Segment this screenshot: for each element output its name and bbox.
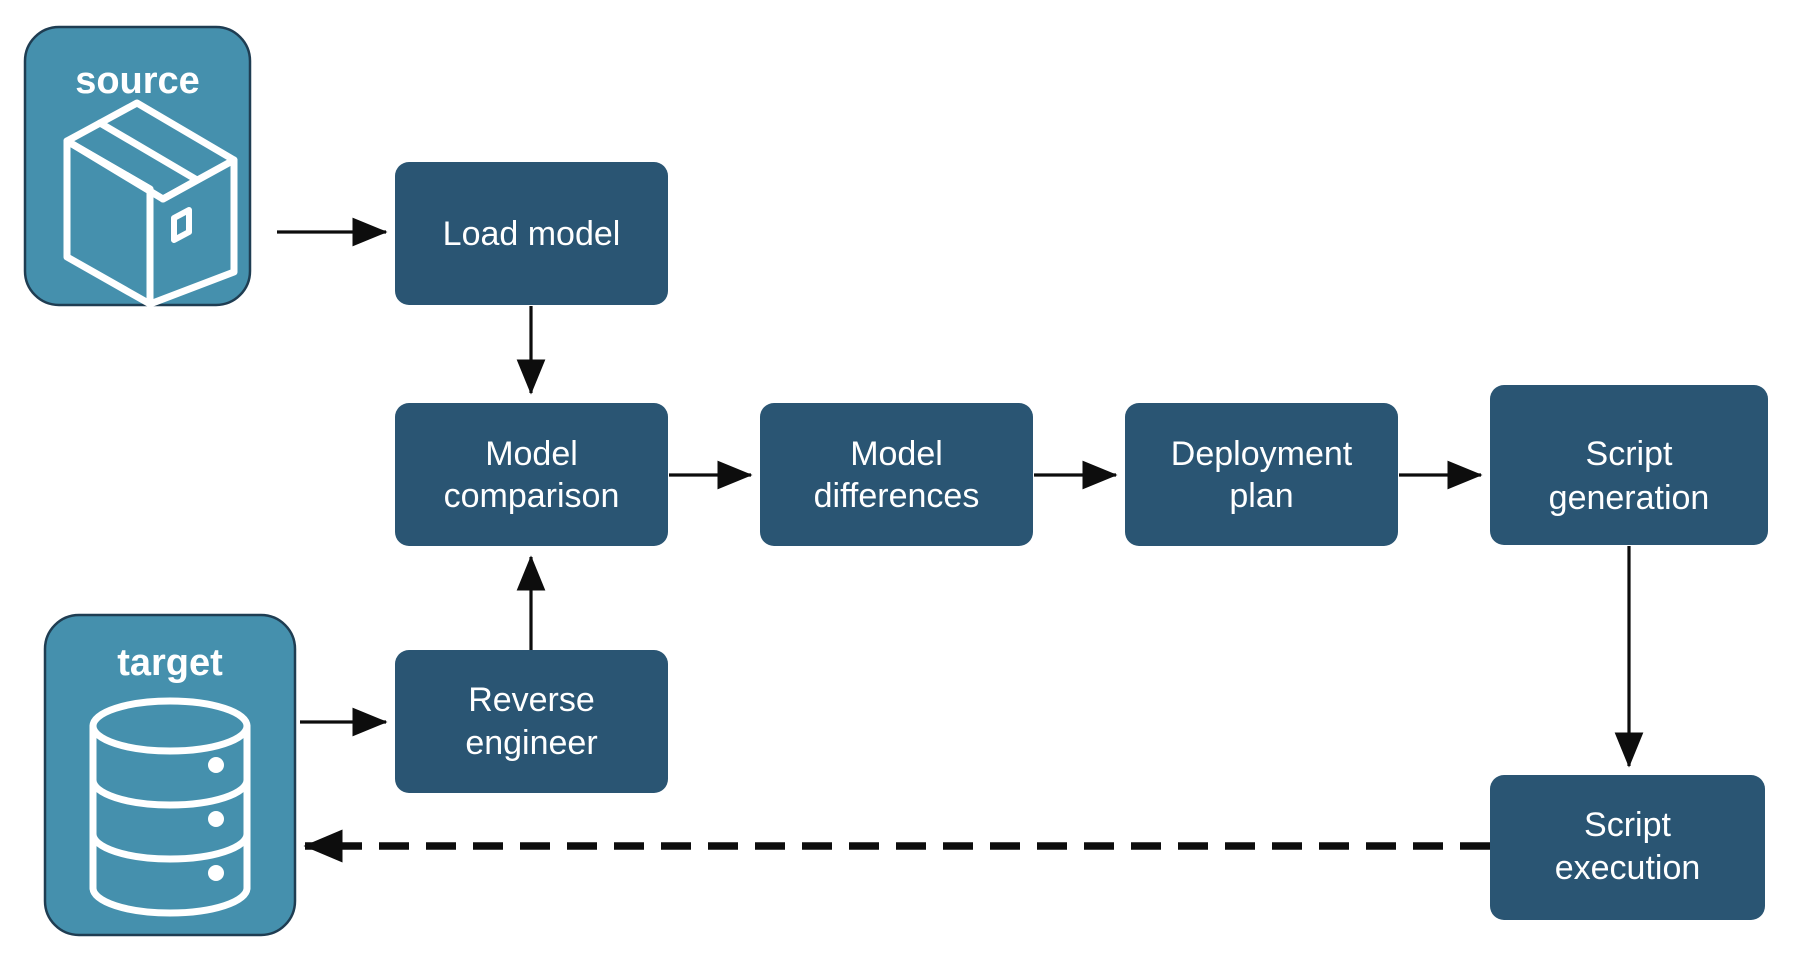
- process-script-execution[interactable]: Script execution: [1490, 775, 1765, 920]
- script-generation-label-line2: generation: [1549, 479, 1710, 517]
- script-execution-label-line1: Script: [1584, 806, 1671, 844]
- script-generation-label-line1: Script: [1586, 435, 1673, 473]
- process-deployment-plan[interactable]: Deployment plan: [1125, 403, 1398, 546]
- target-box-shape: [43, 613, 297, 937]
- endpoint-source[interactable]: source: [23, 25, 252, 308]
- process-model-differences[interactable]: Model differences: [760, 403, 1033, 546]
- process-model-comparison[interactable]: Model comparison: [395, 403, 668, 546]
- edges-layer: [277, 217, 1644, 863]
- reverse-engineer-label-line1: Reverse: [468, 681, 595, 719]
- load-model-box-shape: [395, 162, 668, 305]
- endpoint-target[interactable]: target: [43, 613, 297, 937]
- target-label: target: [117, 642, 223, 684]
- reverse-engineer-box-shape: [395, 650, 668, 793]
- process-script-generation[interactable]: Script generation: [1490, 385, 1768, 545]
- model-comparison-label-line1: Model: [485, 435, 578, 473]
- script-generation-box-shape: [1490, 385, 1768, 545]
- package-box-icon: [63, 99, 238, 308]
- source-label: source: [75, 60, 200, 102]
- process-load-model[interactable]: Load model: [395, 162, 668, 305]
- model-comparison-box-shape: [395, 403, 668, 546]
- model-differences-label-line2: differences: [814, 477, 980, 515]
- load-model-label: Load model: [443, 215, 621, 253]
- script-execution-label-line2: execution: [1555, 849, 1701, 887]
- model-differences-box-shape: [760, 403, 1033, 546]
- database-cylinder-icon: [89, 697, 251, 917]
- script-execution-box-shape: [1490, 775, 1765, 920]
- model-comparison-label-line2: comparison: [444, 477, 620, 515]
- deployment-plan-label-line2: plan: [1229, 477, 1293, 515]
- process-reverse-engineer[interactable]: Reverse engineer: [395, 650, 668, 793]
- deployment-plan-label-line1: Deployment: [1171, 435, 1353, 473]
- deployment-plan-box-shape: [1125, 403, 1398, 546]
- reverse-engineer-label-line2: engineer: [465, 724, 597, 762]
- source-box-shape: [23, 25, 252, 307]
- model-differences-label-line1: Model: [850, 435, 943, 473]
